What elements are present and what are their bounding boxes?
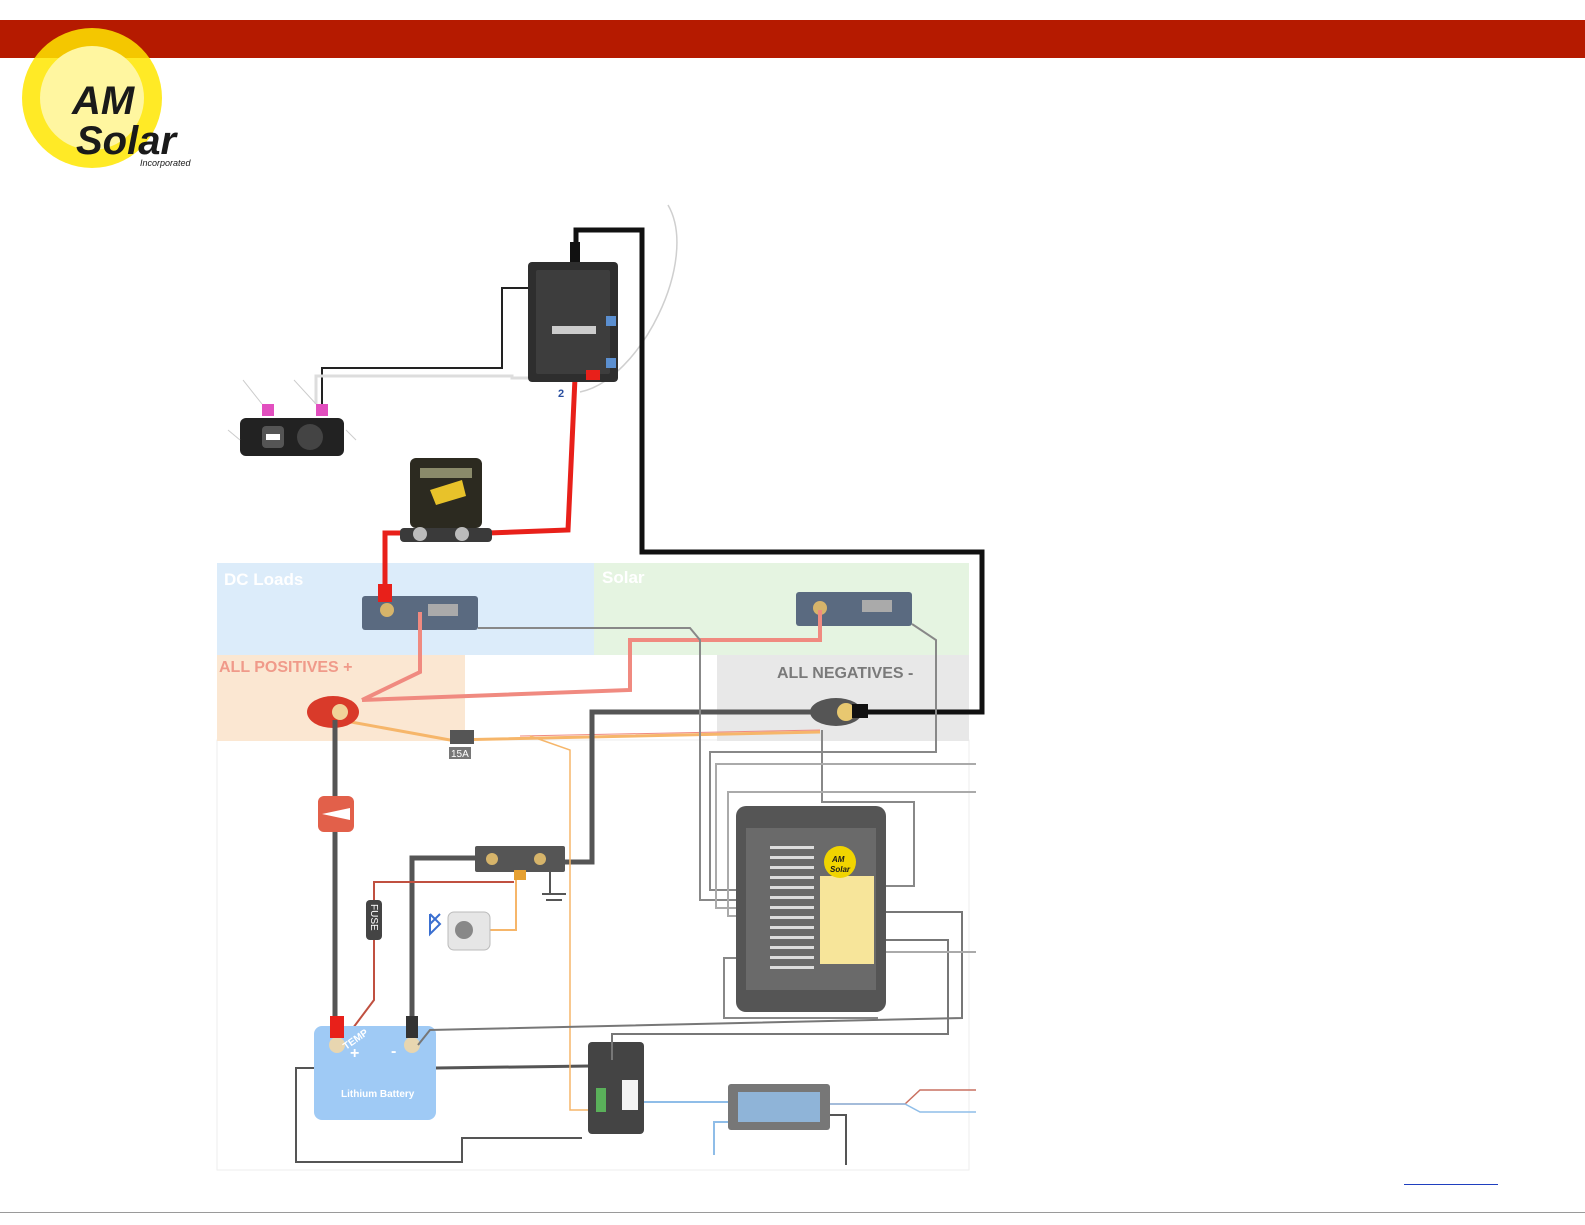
lithium-battery	[314, 1026, 436, 1120]
usb-socket-panel	[240, 404, 344, 456]
output-wire-blue	[830, 1104, 976, 1112]
battery-charger-pos-wire	[436, 1066, 590, 1068]
battery-name-label: Lithium Battery	[341, 1089, 415, 1100]
battery-controller	[736, 806, 886, 1012]
bluetooth-icon	[430, 914, 440, 934]
battery-negative-lug	[406, 1016, 418, 1038]
socket-neg-wire	[322, 288, 528, 404]
display-screen	[738, 1092, 820, 1122]
charger-sense-wire	[530, 736, 590, 1110]
solar-busbar	[796, 592, 912, 626]
battery-minus-label: -	[391, 1043, 396, 1060]
output-wire-red	[830, 1090, 976, 1104]
ground-icon	[542, 872, 566, 900]
fuse-15a	[450, 730, 474, 744]
footer-link[interactable]	[1404, 1172, 1498, 1185]
battery-positive-lug	[330, 1016, 344, 1038]
battery-plus-label: +	[350, 1045, 359, 1062]
fuse-block	[528, 242, 618, 382]
fuse-block-number: 2	[558, 388, 564, 400]
solar-label: Solar	[602, 568, 645, 587]
all-positives-label: ALL POSITIVES +	[219, 659, 353, 676]
footer-divider	[0, 1212, 1585, 1213]
shunt	[475, 846, 565, 880]
display-wire	[644, 1102, 728, 1155]
controller-logo-line2: Solar	[830, 865, 851, 874]
fuse-15a-label-text: 15A	[451, 749, 469, 760]
circuit-breaker	[400, 458, 492, 542]
controller-logo-line1: AM	[831, 855, 845, 864]
dc-loads-label: DC Loads	[224, 570, 303, 589]
charger-unit	[588, 1042, 644, 1134]
inline-fuse-label: FUSE	[368, 904, 379, 931]
display-ground-wire	[830, 1115, 846, 1165]
all-negatives-label: ALL NEGATIVES -	[777, 665, 913, 682]
monitor-dial-icon	[455, 921, 473, 939]
socket-pos-wire	[316, 376, 528, 404]
